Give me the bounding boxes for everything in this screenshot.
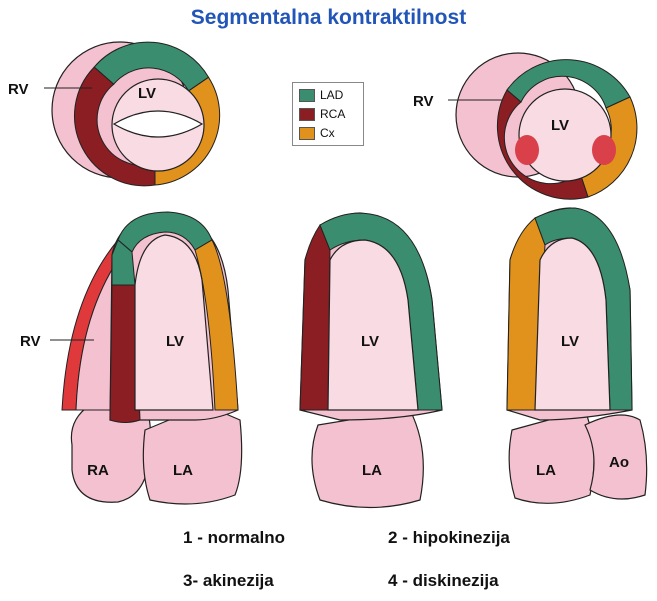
scale-text: diskinezija bbox=[413, 571, 499, 590]
scale-item-1: 1 - normalno bbox=[183, 528, 285, 548]
scale-text: akinezija bbox=[203, 571, 274, 590]
scale-separator: - bbox=[397, 571, 412, 590]
ao-label: Ao bbox=[609, 454, 629, 471]
lad-swatch bbox=[299, 89, 315, 102]
legend-item-lad: LAD bbox=[299, 87, 343, 103]
lv-label: LV bbox=[551, 117, 569, 134]
rca-swatch bbox=[299, 108, 315, 121]
papillary-muscle bbox=[515, 135, 539, 165]
la-chamber bbox=[509, 410, 594, 503]
scale-item-2: 2 - hipokinezija bbox=[388, 528, 510, 548]
long-axis-view-1 bbox=[62, 212, 242, 504]
legend-item-cx: Cx bbox=[299, 125, 335, 141]
la-chamber bbox=[312, 410, 423, 508]
legend-label: RCA bbox=[320, 107, 345, 121]
scale-item-4: 4 - diskinezija bbox=[388, 571, 499, 591]
legend-item-rca: RCA bbox=[299, 106, 345, 122]
lv-label: LV bbox=[138, 85, 156, 102]
rv-label: RV bbox=[20, 333, 41, 350]
legend-label: Cx bbox=[320, 126, 335, 140]
ra-label: RA bbox=[87, 462, 109, 479]
legend: LAD RCA Cx bbox=[292, 82, 364, 146]
lv-cavity bbox=[519, 89, 611, 181]
la-label: LA bbox=[173, 462, 193, 479]
scale-separator: - bbox=[192, 528, 207, 547]
la-label: LA bbox=[362, 462, 382, 479]
scale-item-3: 3- akinezija bbox=[183, 571, 274, 591]
la-label: LA bbox=[536, 462, 556, 479]
short-axis-view-1 bbox=[52, 42, 220, 186]
scale-text: normalno bbox=[208, 528, 285, 547]
scale-separator: - bbox=[397, 528, 412, 547]
rv-label: RV bbox=[8, 81, 29, 98]
lv-label: LV bbox=[166, 333, 184, 350]
rca-inferior-segment bbox=[300, 225, 330, 410]
rv-label: RV bbox=[413, 93, 434, 110]
lv-label: LV bbox=[561, 333, 579, 350]
scale-text: hipokinezija bbox=[413, 528, 510, 547]
papillary-muscle bbox=[592, 135, 616, 165]
cx-swatch bbox=[299, 127, 315, 140]
scale-separator: - bbox=[192, 571, 202, 590]
short-axis-view-2 bbox=[456, 53, 637, 199]
lv-label: LV bbox=[361, 333, 379, 350]
legend-label: LAD bbox=[320, 88, 343, 102]
